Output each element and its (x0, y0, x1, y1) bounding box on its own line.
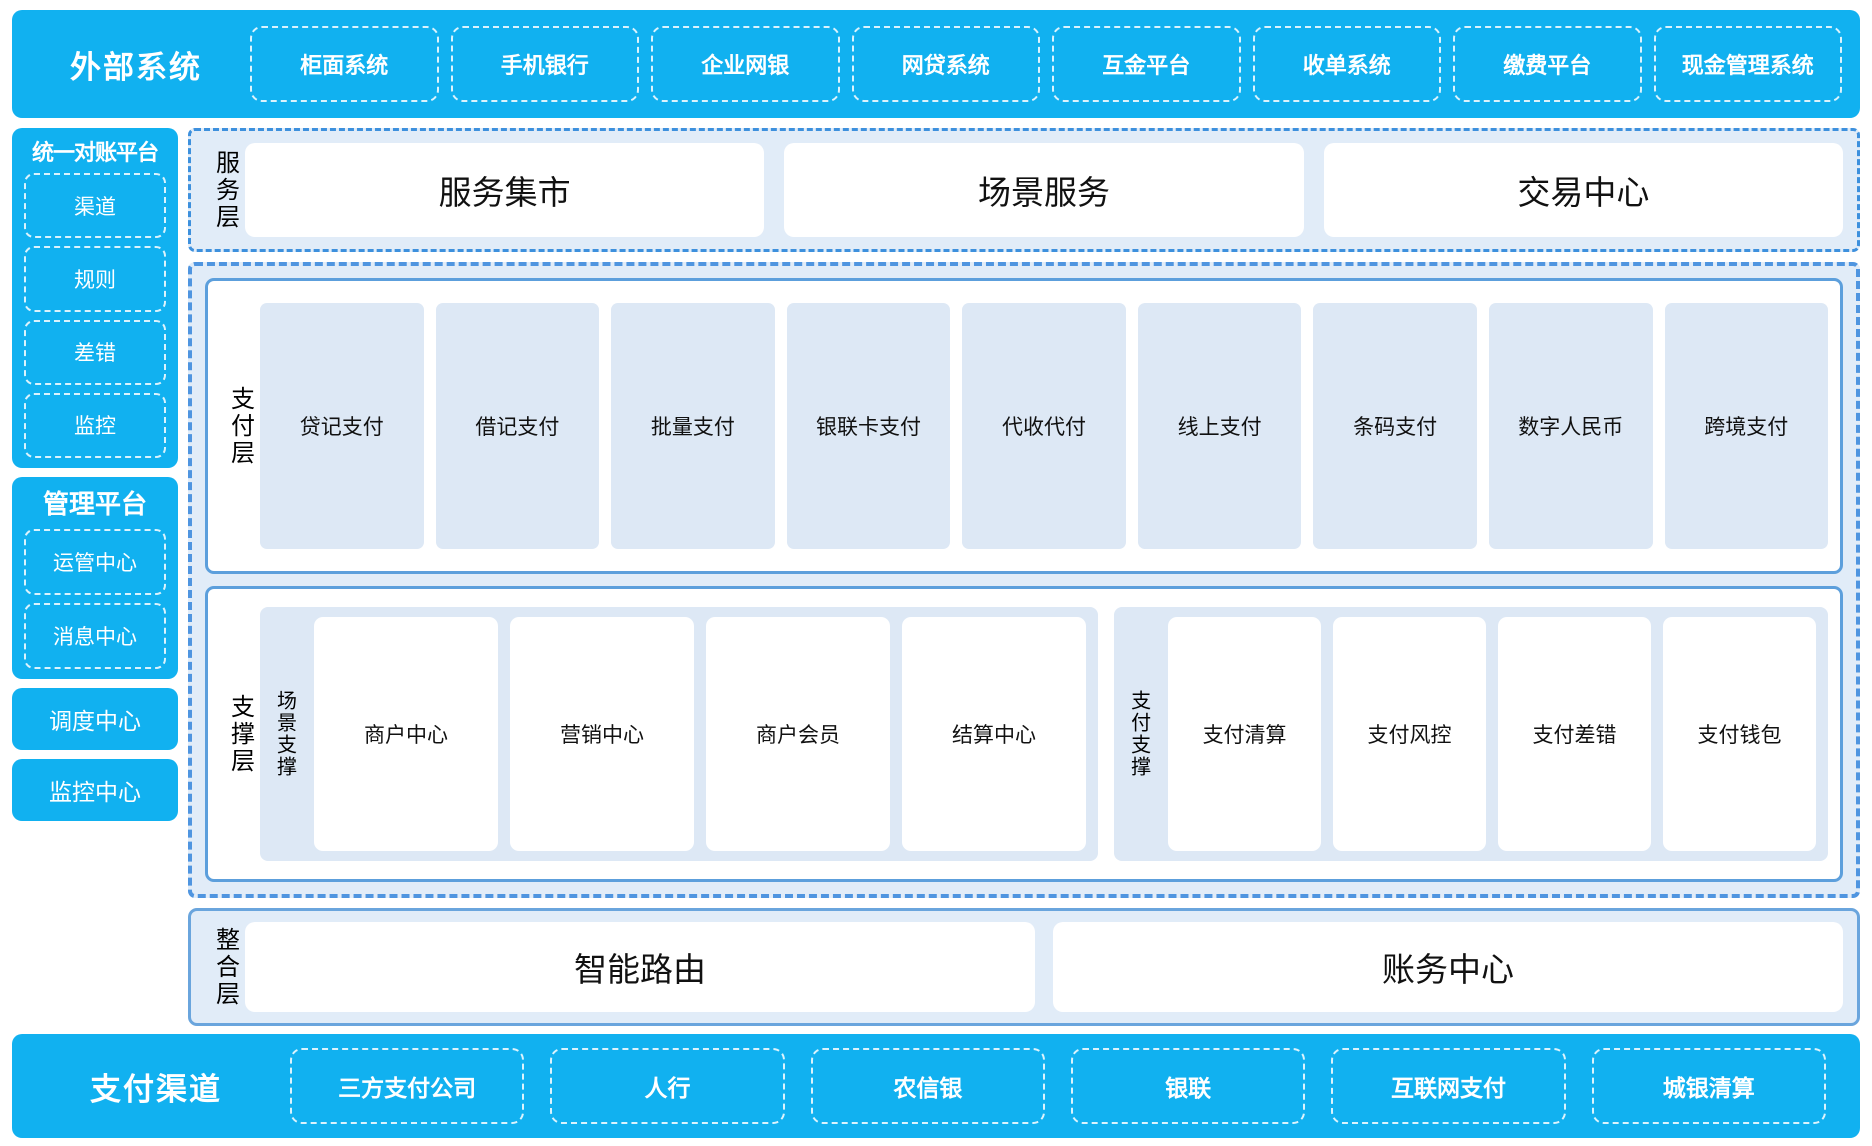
service-item-marketplace[interactable]: 服务集市 (245, 143, 765, 237)
payment-item-unionpay-card[interactable]: 银联卡支付 (786, 303, 951, 549)
external-system-item[interactable]: 收单系统 (1252, 26, 1441, 102)
support-item-merchant-center[interactable]: 商户中心 (314, 617, 499, 851)
integration-item-smart-routing[interactable]: 智能路由 (245, 922, 1035, 1012)
external-systems-bar: 外部系统 柜面系统 手机银行 企业网银 网贷系统 互金平台 收单系统 缴费平台 … (12, 10, 1860, 118)
payment-channel-item[interactable]: 农信银 (810, 1048, 1045, 1124)
service-layer-items: 服务集市 场景服务 交易中心 (245, 143, 1843, 237)
external-systems-title: 外部系统 (70, 49, 202, 85)
support-item-marketing-center[interactable]: 营销中心 (510, 617, 695, 851)
payment-layer-label: 支付层 (226, 385, 254, 467)
support-group-payment: 支付支撑 支付清算 支付风控 支付差错 支付钱包 (1114, 607, 1828, 861)
payment-item-cross-border[interactable]: 跨境支付 (1664, 303, 1829, 549)
payment-item-barcode[interactable]: 条码支付 (1313, 303, 1477, 549)
service-item-scenario[interactable]: 场景服务 (784, 143, 1304, 237)
integration-item-accounting-center[interactable]: 账务中心 (1053, 922, 1843, 1012)
sidebar-panel-reconciliation-title: 统一对账平台 (31, 140, 159, 165)
sidebar-reconciliation-items: 渠道 规则 差错 监控 (24, 173, 166, 458)
support-layer: 支撑层 场景支撑 商户中心 营销中心 商户会员 结算中心 (205, 586, 1843, 882)
payment-item-digital-rmb[interactable]: 数字人民币 (1488, 303, 1653, 549)
payment-channel-item[interactable]: 三方支付公司 (290, 1048, 525, 1124)
payment-support-label: 支付支撑 (1127, 690, 1150, 778)
payment-item-credit[interactable]: 贷记支付 (260, 303, 424, 549)
external-system-item[interactable]: 缴费平台 (1453, 26, 1642, 102)
payment-support-container: 支付层 贷记支付 借记支付 批量支付 银联卡支付 代收代付 线上支付 条码支付 … (188, 262, 1860, 898)
payment-item-collection-payment[interactable]: 代收代付 (962, 303, 1126, 549)
sidebar-item-message-center[interactable]: 消息中心 (24, 603, 166, 669)
external-system-item[interactable]: 互金平台 (1052, 26, 1241, 102)
middle-region: 统一对账平台 渠道 规则 差错 监控 管理平台 运管中心 消息中心 调度中心 监… (12, 128, 1860, 1026)
payment-channels-list: 三方支付公司 人行 农信银 银联 互联网支付 城银清算 (290, 1048, 1836, 1124)
sidebar-item-error[interactable]: 差错 (24, 319, 166, 385)
payment-channel-item[interactable]: 人行 (550, 1048, 785, 1124)
sidebar-management-items: 运管中心 消息中心 (24, 529, 166, 669)
payment-channels-bar: 支付渠道 三方支付公司 人行 农信银 银联 互联网支付 城银清算 (12, 1034, 1860, 1138)
support-item-payment-error[interactable]: 支付差错 (1498, 617, 1652, 851)
scene-support-items: 商户中心 营销中心 商户会员 结算中心 (314, 617, 1087, 851)
external-system-item[interactable]: 柜面系统 (250, 26, 439, 102)
sidebar-panel-reconciliation: 统一对账平台 渠道 规则 差错 监控 (12, 128, 178, 468)
sidebar-item-channel[interactable]: 渠道 (24, 173, 166, 239)
external-system-item[interactable]: 企业网银 (651, 26, 840, 102)
support-item-merchant-member[interactable]: 商户会员 (706, 617, 891, 851)
main-layers: 服务层 服务集市 场景服务 交易中心 支付层 贷记支付 借记支付 批量支付 银联… (188, 128, 1860, 1026)
scene-support-label: 场景支撑 (273, 690, 296, 778)
support-item-payment-risk[interactable]: 支付风控 (1333, 617, 1487, 851)
payment-item-debit[interactable]: 借记支付 (435, 303, 600, 549)
support-item-payment-wallet[interactable]: 支付钱包 (1663, 617, 1817, 851)
sidebar-item-rule[interactable]: 规则 (24, 246, 166, 312)
sidebar-panel-management-title: 管理平台 (42, 489, 147, 519)
external-systems-list: 柜面系统 手机银行 企业网银 网贷系统 互金平台 收单系统 缴费平台 现金管理系… (250, 26, 1842, 102)
service-layer-label: 服务层 (211, 149, 239, 231)
payment-item-online[interactable]: 线上支付 (1137, 303, 1302, 549)
payment-layer: 支付层 贷记支付 借记支付 批量支付 银联卡支付 代收代付 线上支付 条码支付 … (205, 278, 1843, 574)
service-layer: 服务层 服务集市 场景服务 交易中心 (188, 128, 1860, 252)
payment-layer-items: 贷记支付 借记支付 批量支付 银联卡支付 代收代付 线上支付 条码支付 数字人民… (260, 291, 1829, 561)
payment-channels-title: 支付渠道 (90, 1071, 222, 1107)
support-item-settlement-center[interactable]: 结算中心 (902, 617, 1087, 851)
payment-item-batch[interactable]: 批量支付 (611, 303, 775, 549)
support-layer-groups: 场景支撑 商户中心 营销中心 商户会员 结算中心 支付支撑 支付清算 (260, 599, 1828, 869)
external-system-item[interactable]: 手机银行 (450, 26, 639, 102)
sidebar-panel-management: 管理平台 运管中心 消息中心 (12, 477, 178, 679)
sidebar-item-scheduling-center[interactable]: 调度中心 (12, 688, 178, 750)
sidebar: 统一对账平台 渠道 规则 差错 监控 管理平台 运管中心 消息中心 调度中心 监… (12, 128, 178, 1026)
sidebar-item-operations-center[interactable]: 运管中心 (24, 529, 166, 595)
external-system-item[interactable]: 网贷系统 (851, 26, 1040, 102)
integration-layer: 整合层 智能路由 账务中心 (188, 908, 1860, 1026)
support-group-scene: 场景支撑 商户中心 营销中心 商户会员 结算中心 (260, 607, 1099, 861)
sidebar-item-monitoring-center[interactable]: 监控中心 (12, 759, 178, 821)
integration-layer-items: 智能路由 账务中心 (245, 922, 1843, 1012)
payment-channel-item[interactable]: 互联网支付 (1331, 1048, 1566, 1124)
support-item-payment-clearing[interactable]: 支付清算 (1168, 617, 1322, 851)
payment-channel-item[interactable]: 银联 (1070, 1048, 1306, 1124)
sidebar-item-monitor[interactable]: 监控 (24, 392, 166, 458)
support-layer-label: 支撑层 (226, 693, 254, 775)
payment-channel-item[interactable]: 城银清算 (1591, 1048, 1826, 1124)
service-item-transaction-center[interactable]: 交易中心 (1323, 143, 1843, 237)
payment-support-items: 支付清算 支付风控 支付差错 支付钱包 (1168, 617, 1817, 851)
integration-layer-label: 整合层 (211, 926, 239, 1008)
external-system-item[interactable]: 现金管理系统 (1653, 26, 1842, 102)
